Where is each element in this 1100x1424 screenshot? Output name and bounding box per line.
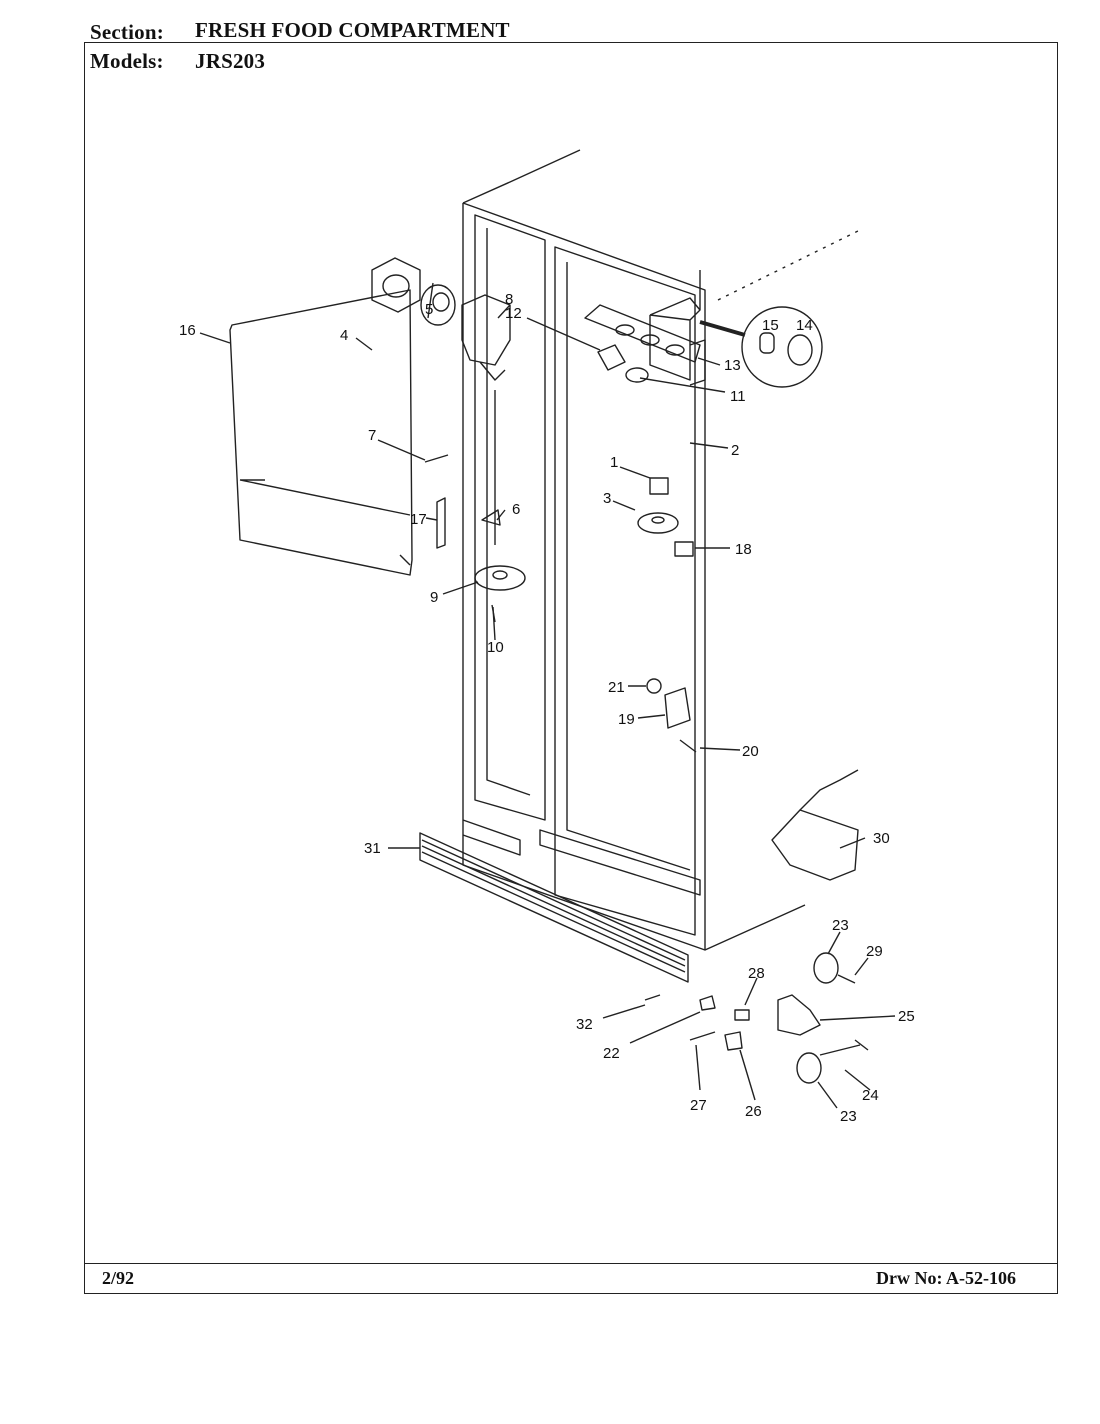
air-tower bbox=[461, 294, 511, 366]
callout-label: 16 bbox=[179, 322, 196, 339]
footer-divider bbox=[84, 1263, 1058, 1264]
drawing-number: Drw No: A-52-106 bbox=[876, 1268, 1016, 1288]
callout-label: 18 bbox=[735, 541, 752, 558]
callout-label: 15 bbox=[762, 317, 779, 334]
callout-label: 23 bbox=[840, 1108, 857, 1125]
callout-label: 24 bbox=[862, 1087, 879, 1104]
hinge-bracket bbox=[771, 809, 859, 881]
fan-motor bbox=[420, 284, 456, 326]
callout-label: 2 bbox=[731, 442, 739, 459]
callout-label: 31 bbox=[364, 840, 381, 857]
section-title: FRESH FOOD COMPARTMENT bbox=[195, 18, 510, 42]
callout-label: 30 bbox=[873, 830, 890, 847]
roller-wheel bbox=[796, 1052, 822, 1084]
damper-housing bbox=[371, 257, 421, 313]
callout-label: 6 bbox=[512, 501, 520, 518]
callout-label: 25 bbox=[898, 1008, 915, 1025]
callout-label: 17 bbox=[410, 511, 427, 528]
callout-label: 7 bbox=[368, 427, 376, 444]
callout-label: 5 bbox=[425, 301, 433, 318]
spacer-part bbox=[734, 1009, 750, 1021]
models-label: Models: bbox=[90, 49, 164, 73]
callout-label: 32 bbox=[576, 1016, 593, 1033]
clip-part bbox=[436, 497, 446, 549]
switch-part bbox=[649, 477, 669, 495]
callout-label: 13 bbox=[724, 357, 741, 374]
callout-label: 9 bbox=[430, 589, 438, 606]
bracket-part bbox=[664, 687, 691, 729]
callout-label: 26 bbox=[745, 1103, 762, 1120]
callout-label: 22 bbox=[603, 1045, 620, 1062]
drawing-frame bbox=[84, 42, 1058, 1294]
callout-label: 4 bbox=[340, 327, 348, 344]
callout-label: 3 bbox=[603, 490, 611, 507]
callout-label: 8 bbox=[505, 291, 513, 308]
model-number: JRS203 bbox=[195, 49, 266, 73]
callout-label: 29 bbox=[866, 943, 883, 960]
leveler-bracket bbox=[777, 994, 821, 1036]
cover-panel bbox=[229, 289, 413, 576]
callout-label: 10 bbox=[487, 639, 504, 656]
callout-label: 12 bbox=[505, 305, 522, 322]
base-grille bbox=[419, 832, 689, 983]
leg-bracket bbox=[724, 1031, 743, 1051]
control-knob bbox=[637, 512, 679, 534]
light-bulb-assembly bbox=[597, 344, 649, 383]
roller-wheel bbox=[813, 952, 839, 984]
callout-label: 20 bbox=[742, 743, 759, 760]
cabinet-outline bbox=[462, 149, 861, 951]
pin-part bbox=[424, 454, 449, 463]
fan-blade bbox=[474, 565, 526, 591]
revision-date: 2/92 bbox=[102, 1268, 135, 1288]
callout-label: 19 bbox=[618, 711, 635, 728]
callout-labels: 1 2 3 4 5 6 7 8 9 10 11 12 13 14 15 16 1… bbox=[179, 291, 915, 1125]
light-socket-bracket bbox=[584, 304, 701, 363]
callout-label: 1 bbox=[610, 454, 618, 471]
callout-label: 11 bbox=[730, 388, 746, 405]
callout-label: 14 bbox=[796, 317, 813, 334]
callout-label: 28 bbox=[748, 965, 765, 982]
section-label: Section: bbox=[90, 20, 164, 44]
callout-label: 23 bbox=[832, 917, 849, 934]
detail-circle bbox=[741, 306, 823, 388]
sensor-part bbox=[674, 541, 694, 557]
callout-label: 27 bbox=[690, 1097, 707, 1114]
callout-label: 21 bbox=[608, 679, 625, 696]
